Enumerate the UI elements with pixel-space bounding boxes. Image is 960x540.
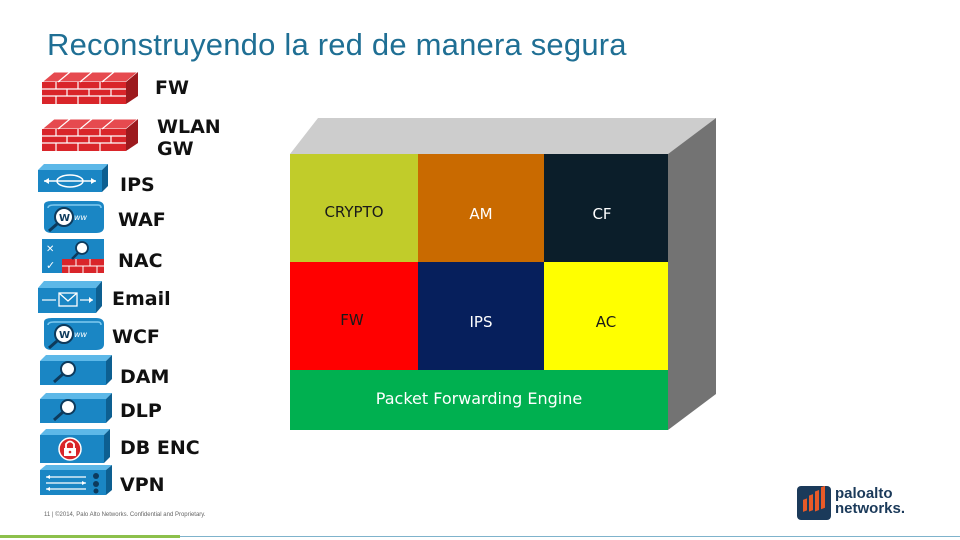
device-label-db-enc: DB ENC xyxy=(120,437,200,459)
ips-device xyxy=(38,163,110,193)
device-label-waf: WAF xyxy=(118,209,166,231)
platform-cell-ips: IPS xyxy=(418,262,544,370)
footer-copyright: 11 | ©2014, Palo Alto Networks. Confiden… xyxy=(44,512,206,518)
svg-text:ww: ww xyxy=(74,213,88,222)
device-label-gw: GW xyxy=(157,138,194,161)
db-enc-device xyxy=(40,428,112,464)
device-label-vpn: VPN xyxy=(120,474,165,496)
magnifier-switch-icon xyxy=(40,355,112,385)
platform-cell-crypto: CRYPTO xyxy=(290,154,418,262)
device-label-nac: NAC xyxy=(118,250,163,272)
vpn-device xyxy=(40,464,114,496)
lock-icon xyxy=(40,429,110,463)
platform-cell-ac-label: AC xyxy=(595,313,617,331)
logo-line2: networks. xyxy=(835,500,906,517)
palo-alto-wordmark: paloalto networks. xyxy=(835,486,905,516)
device-label-fw: FW xyxy=(155,77,189,99)
svg-text:✓: ✓ xyxy=(46,259,55,272)
vpn-concentrator-icon xyxy=(40,465,112,495)
device-label-wlan: WLAN xyxy=(157,116,221,138)
platform-cell-crypto-label: CRYPTO xyxy=(324,203,384,221)
platform-cell-am-label: AM xyxy=(469,205,493,223)
ips-switch-icon xyxy=(38,164,108,192)
svg-text:W: W xyxy=(59,213,70,224)
device-label-dlp: DLP xyxy=(120,400,162,422)
dlp-device xyxy=(40,392,114,424)
platform-cell-fw: FW xyxy=(290,262,418,370)
svg-text:W: W xyxy=(59,330,70,341)
www-magnifier-icon: W ww xyxy=(44,201,104,233)
palo-alto-mark-icon xyxy=(797,486,831,520)
svg-text:ww: ww xyxy=(74,330,88,339)
logo-line1: paloalto xyxy=(835,485,893,502)
device-label-wlan-gw: WLAN GW xyxy=(157,116,221,161)
platform-cell-am: AM xyxy=(418,154,544,262)
device-label-email: Email xyxy=(112,288,171,310)
dam-device xyxy=(40,354,114,386)
nac-device: ✕ ✓ xyxy=(40,237,108,275)
packet-forwarding-engine-label: Packet Forwarding Engine xyxy=(375,388,583,408)
nac-icon: ✕ ✓ xyxy=(42,239,104,273)
packet-forwarding-engine: Packet Forwarding Engine xyxy=(290,370,668,430)
footer-accent-bar xyxy=(0,535,180,538)
footer-divider xyxy=(0,536,960,537)
svg-text:✕: ✕ xyxy=(46,244,54,255)
firewall-icon xyxy=(40,71,140,104)
single-pass-platform: CRYPTO AM CF FW IPS AC Packet Forwarding… xyxy=(290,118,716,430)
waf-device: W ww xyxy=(40,199,106,235)
platform-cell-ips-label: IPS xyxy=(469,313,493,331)
device-label-wcf: WCF xyxy=(112,326,160,348)
palo-alto-networks-logo: paloalto networks. xyxy=(797,486,917,522)
platform-cell-cf-label: CF xyxy=(592,205,612,223)
firewall-icon xyxy=(40,118,140,151)
magnifier-switch-icon xyxy=(40,393,112,423)
device-label-ips: IPS xyxy=(120,174,155,196)
platform-cell-cf: CF xyxy=(544,154,668,262)
email-switch-icon xyxy=(38,281,102,313)
www-magnifier-icon: W ww xyxy=(44,318,104,350)
wlan-gw-device xyxy=(40,117,140,153)
fw-device xyxy=(40,70,140,106)
platform-cell-ac: AC xyxy=(544,262,668,370)
wcf-device: W ww xyxy=(40,316,106,352)
slide-title: Reconstruyendo la red de manera segura xyxy=(47,27,627,62)
device-label-dam: DAM xyxy=(120,366,170,388)
platform-cell-fw-label: FW xyxy=(340,311,364,329)
email-device xyxy=(38,280,104,314)
